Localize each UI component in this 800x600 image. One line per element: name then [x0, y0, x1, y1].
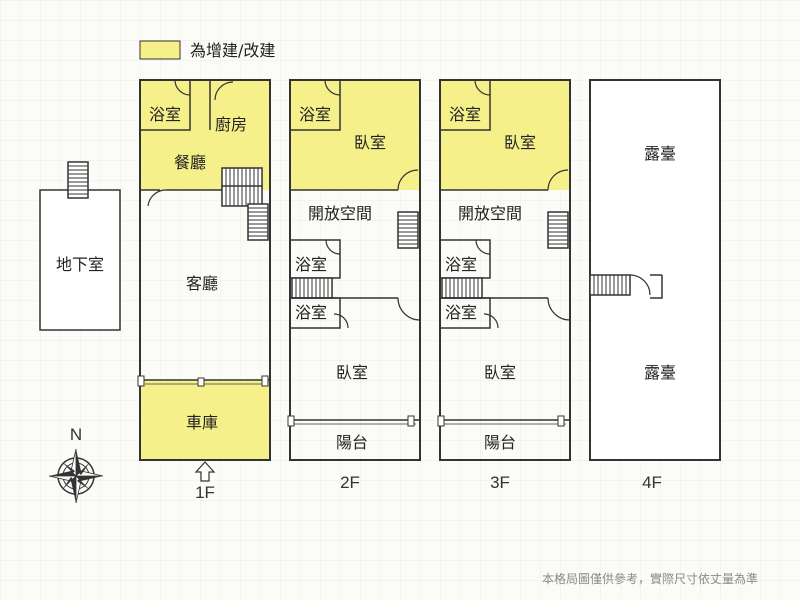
2f-room-bedroom-bottom: 臥室 [336, 363, 368, 382]
4f-room-terrace-bottom: 露臺 [644, 363, 676, 382]
1f-room-kitchen: 廚房 [215, 115, 247, 134]
floor-3f: 浴室 臥室 開放空間 浴室 浴室 臥室 陽台 3F [437, 79, 571, 492]
floor-1f: 浴室 廚房 餐廳 客廳 車庫 1F [137, 79, 271, 502]
2f-stairs [397, 211, 419, 249]
1f-label: 1F [195, 483, 215, 502]
1f-room-garage: 車庫 [186, 413, 218, 432]
2f-room-bedroom-top: 臥室 [354, 133, 386, 152]
3f-room-bath-mid2: 浴室 [445, 303, 477, 322]
floor-basement: 地下室 [39, 161, 121, 331]
legend-label: 為增建/改建 [190, 41, 275, 60]
legend: 為增建/改建 [139, 40, 275, 60]
3f-room-open-space: 開放空間 [458, 204, 522, 223]
compass-north-label: N [70, 425, 82, 444]
1f-kitchen-door [214, 81, 234, 101]
floor-4f: 露臺 露臺 4F [589, 79, 721, 492]
3f-addition-top [440, 80, 570, 190]
1f-room-living: 客廳 [186, 274, 218, 293]
3f-room-bedroom-top: 臥室 [504, 133, 536, 152]
2f-label: 2F [340, 473, 360, 492]
1f-bath-door [174, 79, 191, 96]
basement-outline [39, 189, 121, 331]
2f-addition-top [290, 80, 420, 190]
2f-room-balcony: 陽台 [336, 433, 368, 452]
2f-stairs-mid [291, 277, 333, 299]
3f-room-balcony: 陽台 [484, 433, 516, 452]
3f-room-bath-top: 浴室 [449, 105, 481, 124]
2f-room-bath-top: 浴室 [299, 105, 331, 124]
4f-label: 4F [642, 473, 662, 492]
1f-dining-door [147, 189, 167, 207]
compass: N [48, 425, 104, 504]
4f-room-terrace-top: 露臺 [644, 144, 676, 163]
1f-room-dining: 餐廳 [174, 153, 206, 172]
1f-bath-wall [139, 79, 191, 131]
3f-stairs-mid [441, 277, 483, 299]
1f-stairs-upper [221, 167, 263, 189]
3f-stairs [547, 211, 569, 249]
4f-outline [589, 79, 721, 461]
1f-stairs-lower [221, 185, 263, 207]
3f-room-bath-mid1: 浴室 [445, 255, 477, 274]
basement-stairs [67, 161, 89, 199]
room-basement: 地下室 [56, 255, 104, 274]
floor-2f: 浴室 臥室 開放空間 浴室 浴室 臥室 陽台 2F [287, 79, 421, 492]
entrance-arrow-icon [194, 461, 216, 482]
3f-label: 3F [490, 473, 510, 492]
2f-room-bath-mid1: 浴室 [295, 255, 327, 274]
1f-outline [139, 79, 271, 461]
2f-room-bath-mid2: 浴室 [295, 303, 327, 322]
1f-stairs-side [247, 203, 269, 241]
2f-room-open-space: 開放空間 [308, 204, 372, 223]
legend-swatch [139, 40, 181, 60]
3f-room-bedroom-bottom: 臥室 [484, 363, 516, 382]
1f-room-bath: 浴室 [149, 105, 181, 124]
footer-disclaimer: 本格局圖僅供參考，實際尺寸依丈量為準 [542, 571, 758, 586]
1f-addition-garage [140, 380, 270, 460]
4f-stairs [589, 274, 631, 296]
